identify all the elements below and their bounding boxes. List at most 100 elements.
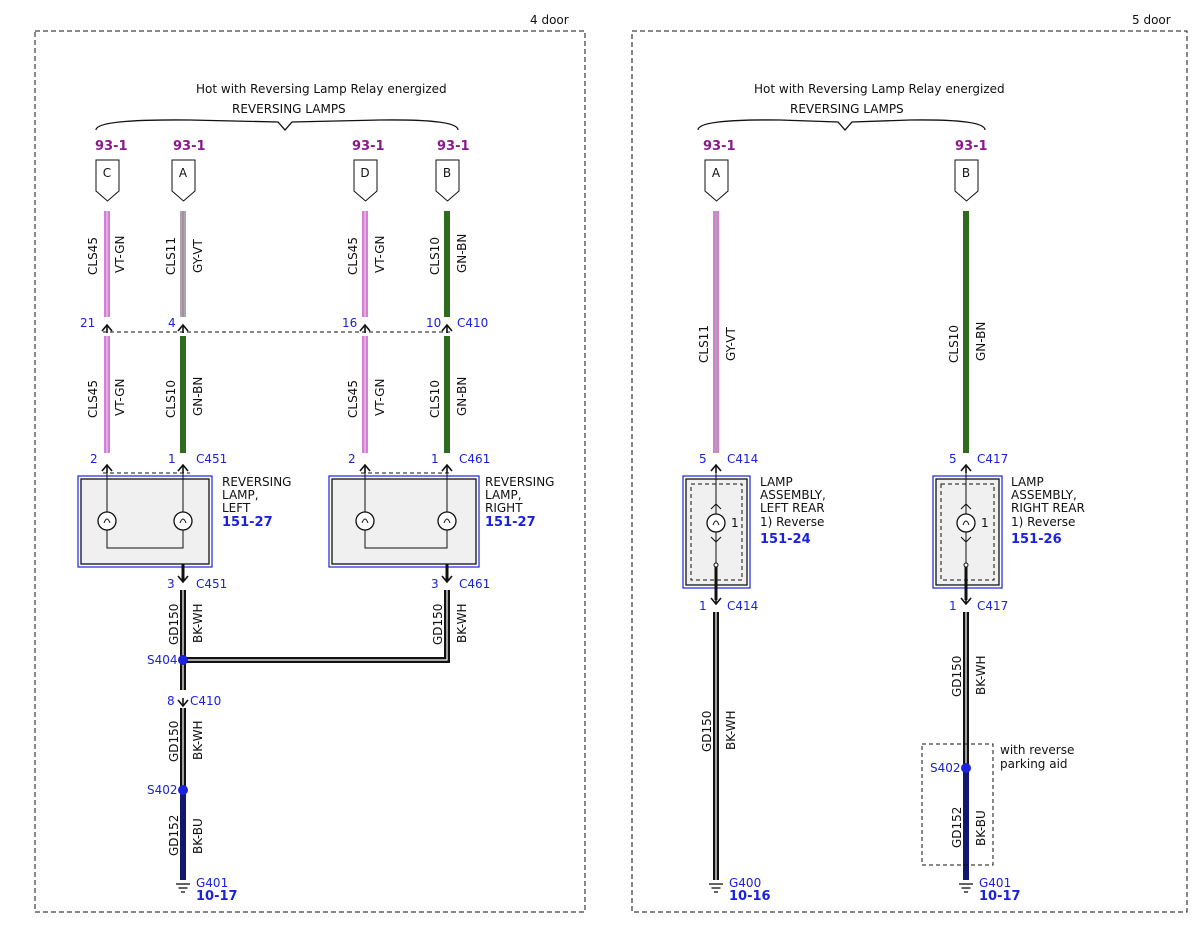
ground-icon [959,883,973,893]
connector-ref-a[interactable]: 93-1 [173,139,206,154]
wire-color: BK-BU [191,818,205,854]
component-ref-link[interactable]: 151-27 [485,515,536,530]
group-label: REVERSING LAMPS [232,102,346,116]
ground-name: G401 [196,876,228,890]
group-brace [697,119,986,131]
component-ref-link[interactable]: 151-26 [1011,532,1062,547]
component-lamp-assembly-right-rear[interactable] [932,464,1003,600]
connector-pin-tag [954,159,979,202]
connector-ref-c[interactable]: 93-1 [95,139,128,154]
pin-letter: D [360,166,369,180]
pin-number: 1 [431,452,439,466]
ground-name: G401 [979,876,1011,890]
wire-upper[interactable] [180,211,186,317]
wire-lower[interactable] [104,336,110,453]
wire-upper[interactable] [362,211,368,317]
component-reversing-lamp-left[interactable] [77,464,213,580]
wire-lower[interactable] [444,336,450,453]
wire-ground[interactable] [183,590,450,663]
component-name-line: ASSEMBLY, [760,488,826,502]
wire-color: BK-BU [974,810,988,846]
wire-color: GN-BN [455,234,469,273]
pin-number: 1 [949,599,957,613]
wire-ground[interactable] [963,612,969,768]
circuit-label: GD150 [950,656,964,697]
circuit-label: CLS10 [947,325,961,363]
connector-pin-tag [704,159,729,202]
connector-ref-d[interactable]: 93-1 [352,139,385,154]
component-name-line: RIGHT REAR [1011,501,1085,515]
connector-name[interactable]: C414 [727,452,758,466]
component-ref-link[interactable]: 151-24 [760,532,811,547]
splice-dot[interactable] [961,763,971,773]
connector-name[interactable]: C451 [196,452,227,466]
splice-dot[interactable] [178,655,188,665]
wire-ground[interactable] [180,790,186,880]
wire-color: VT-GN [113,379,127,416]
wire-color: GN-BN [974,322,988,361]
pin-number: 4 [168,316,176,330]
splice-label: S402 [930,761,961,775]
circuit-label: CLS45 [346,237,360,275]
ground-ref-link[interactable]: 10-17 [979,889,1021,904]
connector-pin-symbol [710,595,722,605]
wire-color: GN-BN [455,377,469,416]
connector-ref-b[interactable]: 93-1 [437,139,470,154]
pin-letter: C [103,166,111,180]
component-name-line: LEFT [222,501,251,515]
pin-number: 1 [699,599,707,613]
circuit-label: GD150 [167,604,181,645]
connector-name[interactable]: C410 [190,694,221,708]
wire-ground[interactable] [180,708,186,790]
component-name-line: REVERSING [222,475,291,489]
connector-ref-a[interactable]: 93-1 [703,139,736,154]
wire-color: VT-GN [373,236,387,273]
connector-name[interactable]: C461 [459,577,490,591]
bulb-icon [706,513,726,533]
wire-lower[interactable] [180,336,186,453]
pin-letter: A [712,166,721,180]
connector-name[interactable]: C451 [196,577,227,591]
connector-pin-symbol [177,573,189,583]
connector-name[interactable]: C461 [459,452,490,466]
connector-pin-symbol [960,595,972,605]
group-brace [95,119,459,131]
component-ref-link[interactable]: 151-27 [222,515,273,530]
component-lamp-assembly-left-rear[interactable] [682,464,751,600]
connector-pin-tag [353,159,378,202]
pin-number: 1 [168,452,176,466]
ground-ref-link[interactable]: 10-17 [196,889,238,904]
option-text-line: with reverse [1000,743,1074,757]
wire-color: VT-GN [373,379,387,416]
connector-name[interactable]: C417 [977,452,1008,466]
component-reversing-lamp-right[interactable] [328,464,480,580]
connector-name[interactable]: C417 [977,599,1008,613]
ground-ref-link[interactable]: 10-16 [729,889,771,904]
circuit-label: GD152 [950,807,964,848]
wire-ground[interactable] [963,768,969,880]
wire-ground[interactable] [180,590,186,690]
ground-icon [176,883,190,893]
wire-upper[interactable] [444,211,450,317]
connector-pin-symbol [177,324,189,334]
connector-name[interactable]: C410 [457,316,488,330]
wire-cls10[interactable] [963,211,969,453]
pin-number: 21 [80,316,95,330]
component-name-line: LAMP, [485,488,522,502]
pin-number: 2 [90,452,98,466]
bulb-icon [97,511,117,531]
wire-cls11[interactable] [713,211,719,453]
wire-color: VT-GN [113,236,127,273]
wire-ground[interactable] [713,612,719,880]
splice-dot[interactable] [178,785,188,795]
wire-lower[interactable] [362,336,368,453]
pin-number: 10 [426,316,441,330]
circuit-label: GD152 [167,815,181,856]
connector-ref-b[interactable]: 93-1 [955,139,988,154]
connector-name[interactable]: C414 [727,599,758,613]
bulb-icon [173,511,193,531]
wire-upper[interactable] [104,211,110,317]
component-name-line: LAMP [760,475,793,489]
pin-letter: B [443,166,451,180]
option-text-line: parking aid [1000,757,1068,771]
